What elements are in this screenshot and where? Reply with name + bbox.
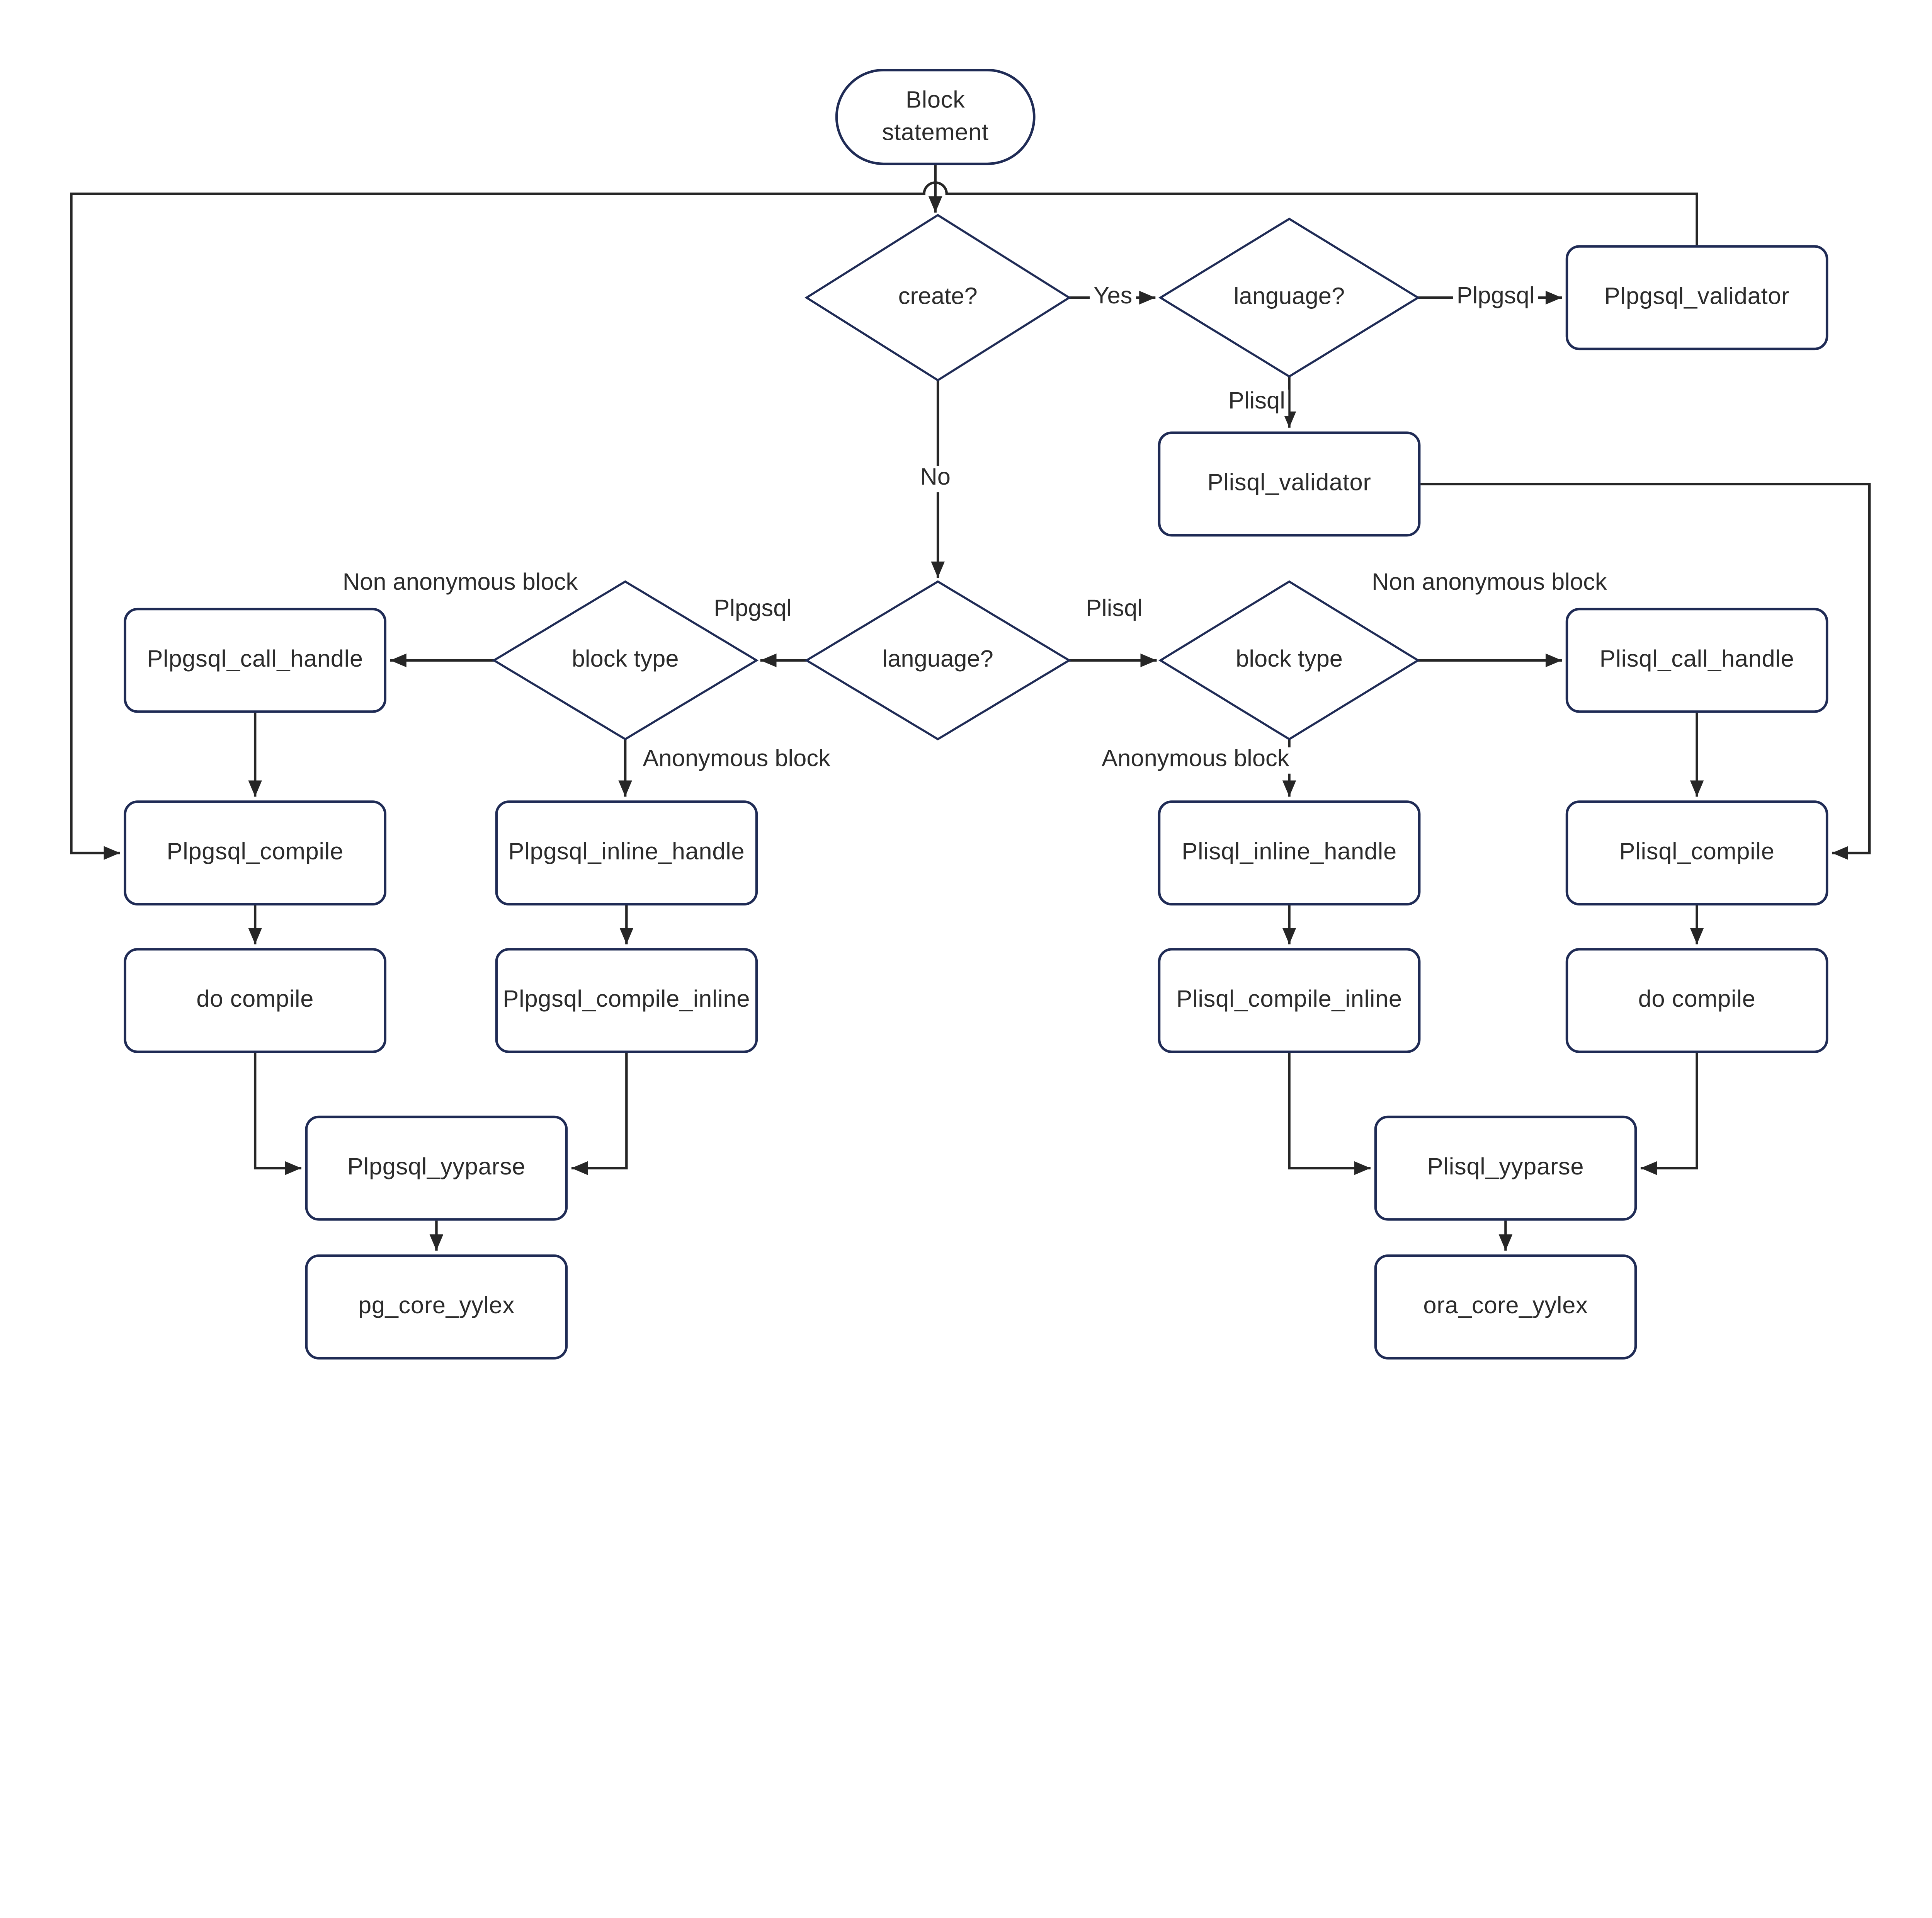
decision-block-type-left-label: block type (571, 647, 679, 673)
node-plisql-compile-inline: Plisql_compile_inline (1158, 948, 1421, 1053)
node-pg-core-yylex: pg_core_yylex (305, 1254, 568, 1360)
node-plpgsql-yyparse: Plpgsql_yyparse (305, 1115, 568, 1221)
edge-plpgsql-validator-loop-to-plpgsql-compile (70, 181, 1698, 860)
node-do-compile-left: do compile (124, 948, 387, 1053)
edge-label-non-anonymous-right: Non anonymous block (1368, 570, 1611, 597)
decision-language-top-label: language? (1233, 284, 1345, 310)
node-do-compile-right-label: do compile (1638, 987, 1756, 1013)
node-plpgsql-compile-inline-label: Plpgsql_compile_inline (503, 987, 750, 1013)
node-plpgsql-compile-label: Plpgsql_compile (167, 839, 344, 866)
node-plisql-call-handle: Plisql_call_handle (1565, 608, 1828, 713)
edge-label-plisql-mid: Plisql (1082, 596, 1146, 624)
node-plpgsql-inline-handle-label: Plpgsql_inline_handle (508, 839, 745, 866)
node-ora-core-yylex-label: ora_core_yylex (1423, 1293, 1588, 1320)
edge-label-no: No (916, 465, 954, 492)
edge-plpgsql-compile-inline-to-yyparse (571, 1053, 628, 1175)
edge-label-plpgsql-top: Plpgsql (1452, 284, 1539, 311)
edge-label-non-anonymous-left: Non anonymous block (339, 570, 582, 597)
edge-label-yes: Yes (1090, 284, 1136, 311)
node-plisql-inline-handle: Plisql_inline_handle (1158, 800, 1421, 906)
edge-do-compile-right-to-yyparse (1640, 1053, 1698, 1175)
connector-layer (70, 165, 1871, 1251)
decision-create-label: create? (898, 284, 978, 310)
node-pg-core-yylex-label: pg_core_yylex (358, 1293, 515, 1320)
node-plpgsql-call-handle-label: Plpgsql_call_handle (147, 647, 363, 673)
node-plpgsql-call-handle: Plpgsql_call_handle (124, 608, 387, 713)
node-plpgsql-validator: Plpgsql_validator (1565, 245, 1828, 351)
node-plpgsql-validator-label: Plpgsql_validator (1604, 284, 1790, 310)
node-ora-core-yylex: ora_core_yylex (1374, 1254, 1637, 1360)
node-plisql-call-handle-label: Plisql_call_handle (1599, 647, 1794, 673)
node-do-compile-right: do compile (1565, 948, 1828, 1053)
node-plpgsql-compile-inline: Plpgsql_compile_inline (495, 948, 758, 1053)
node-plisql-inline-handle-label: Plisql_inline_handle (1182, 839, 1397, 866)
node-plisql-compile-label: Plisql_compile (1619, 839, 1775, 866)
node-do-compile-left-label: do compile (196, 987, 314, 1013)
node-plisql-compile: Plisql_compile (1565, 800, 1828, 906)
node-plisql-yyparse-label: Plisql_yyparse (1427, 1154, 1584, 1181)
decision-language-mid-label: language? (882, 647, 993, 673)
node-plpgsql-yyparse-label: Plpgsql_yyparse (347, 1154, 526, 1181)
edge-plisql-validator-loop-to-plisql-compile (1420, 483, 1871, 860)
decision-create-shape (804, 214, 1071, 382)
node-plpgsql-inline-handle: Plpgsql_inline_handle (495, 800, 758, 906)
node-block-statement: Block statement (835, 68, 1036, 165)
decision-block-type-left-shape (492, 580, 759, 740)
edge-label-plpgsql-mid: Plpgsql (710, 596, 796, 624)
node-plisql-compile-inline-label: Plisql_compile_inline (1176, 987, 1402, 1013)
node-block-statement-label: Block statement (882, 87, 989, 146)
decision-language-top-shape (1158, 218, 1420, 378)
node-plisql-yyparse: Plisql_yyparse (1374, 1115, 1637, 1221)
node-plisql-validator: Plisql_validator (1158, 431, 1421, 537)
edge-plisql-compile-inline-to-yyparse (1288, 1053, 1371, 1175)
decision-block-type-right-shape (1158, 580, 1420, 740)
decision-language-mid-shape (804, 580, 1071, 740)
edge-do-compile-left-to-yyparse (253, 1053, 301, 1175)
decision-block-type-right-label: block type (1236, 647, 1343, 673)
edge-label-plisql-top: Plisql (1225, 388, 1289, 416)
node-plisql-validator-label: Plisql_validator (1207, 470, 1371, 497)
edge-label-anonymous-left: Anonymous block (639, 746, 834, 774)
edge-label-anonymous-right: Anonymous block (1098, 746, 1293, 774)
flowchart-canvas: Block statement create? language? langua… (70, 68, 1871, 1360)
node-plpgsql-compile: Plpgsql_compile (124, 800, 387, 906)
